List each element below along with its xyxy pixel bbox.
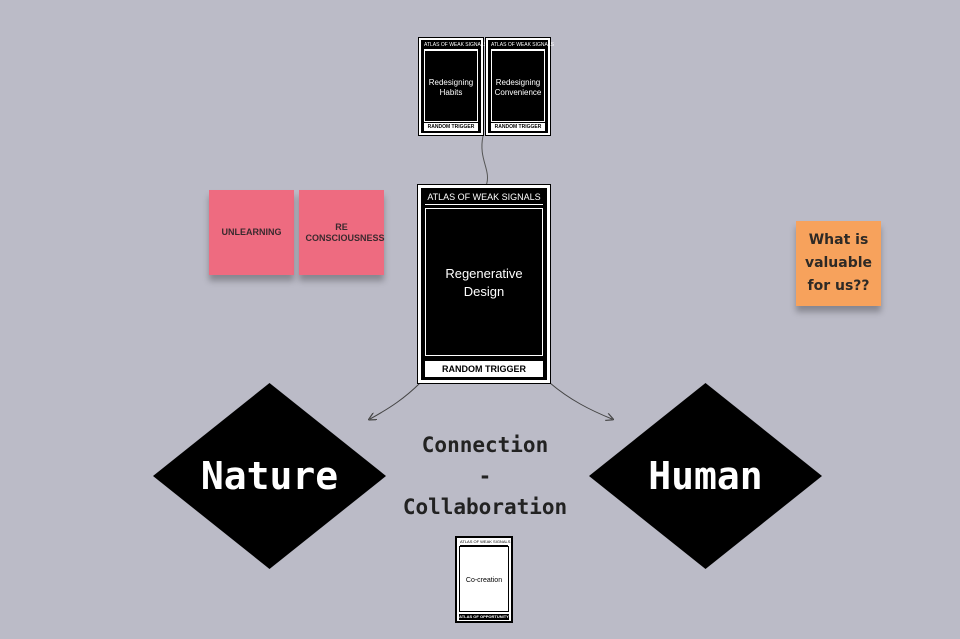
card-co-creation[interactable]: ATLAS OF WEAK SIGNALS Co-creation ATLAS …	[455, 536, 513, 623]
card-footer: ATLAS OF OPPORTUNITY	[459, 614, 509, 620]
card-header: ATLAS OF WEAK SIGNALS	[460, 539, 511, 546]
card-frame	[459, 546, 509, 612]
connection-collaboration-text[interactable]: Connection - Collaboration	[385, 430, 585, 523]
card-frame	[424, 50, 478, 122]
sticky-text: What is valuable for us??	[804, 232, 873, 294]
card-footer: RANDOM TRIGGER	[424, 123, 478, 131]
diamond-label: Nature	[200, 454, 339, 498]
sticky-note-unlearning[interactable]: UNLEARNING	[209, 190, 294, 275]
card-footer: RANDOM TRIGGER	[491, 123, 545, 131]
sticky-note-question[interactable]: What is valuable for us??	[796, 221, 881, 306]
card-regenerative-design[interactable]: ATLAS OF WEAK SIGNALS Regenerative Desig…	[417, 184, 551, 384]
sticky-note-reconsciousness[interactable]: RE CONSCIOUSNESS	[299, 190, 385, 275]
text-line-connection: Connection	[421, 433, 549, 457]
card-title: Redesigning Habits	[428, 78, 474, 97]
text-line-dash: -	[478, 464, 492, 488]
diamond-label: Human	[648, 454, 763, 498]
card-header: ATLAS OF WEAK SIGNALS	[425, 191, 543, 205]
sticky-text: RE CONSCIOUSNESS	[305, 221, 385, 243]
card-frame	[491, 50, 545, 122]
card-header: ATLAS OF WEAK SIGNALS	[424, 42, 487, 50]
card-redesigning-habits[interactable]: ATLAS OF WEAK SIGNALS Redesigning Habits…	[418, 37, 487, 136]
arrow-to-nature	[370, 382, 421, 419]
text-line-collaboration: Collaboration	[402, 495, 568, 519]
card-footer: RANDOM TRIGGER	[425, 361, 543, 377]
card-header: ATLAS OF WEAK SIGNALS	[491, 42, 554, 50]
card-frame	[425, 208, 543, 356]
connector-top-to-main	[481, 135, 488, 187]
arrow-to-human	[549, 382, 612, 419]
card-redesigning-convenience[interactable]: ATLAS OF WEAK SIGNALS Redesigning Conven…	[485, 37, 554, 136]
card-title: Co-creation	[465, 577, 503, 584]
card-title: Redesigning Convenience	[494, 78, 542, 97]
card-title: Regenerative Design	[445, 266, 523, 299]
sticky-text: UNLEARNING	[221, 227, 282, 237]
